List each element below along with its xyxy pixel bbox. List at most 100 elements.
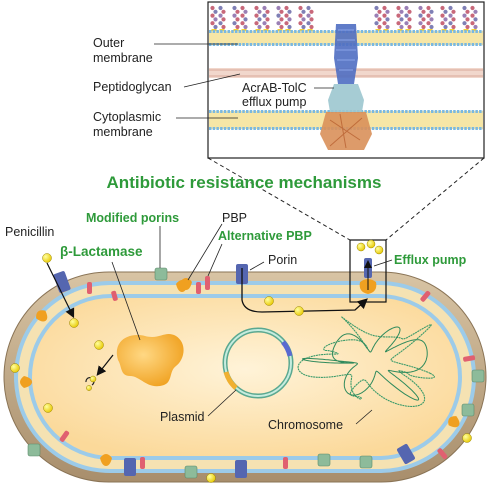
antibiotic-molecule xyxy=(207,474,216,483)
lps-sugar xyxy=(279,25,283,29)
pbp-protein xyxy=(283,457,288,469)
lps-sugar xyxy=(448,14,452,18)
pbp-protein xyxy=(87,282,92,294)
lps-sugar xyxy=(440,14,444,18)
cytoplasmic-membrane-label-line2: membrane xyxy=(93,125,153,139)
plasmid-label: Plasmid xyxy=(160,410,205,424)
lps-sugar xyxy=(276,6,280,10)
lps-sugar xyxy=(385,17,389,21)
lps-sugar xyxy=(262,14,266,18)
lps-sugar xyxy=(448,6,452,10)
lps-sugar xyxy=(262,21,266,25)
lps-sugar xyxy=(470,21,474,25)
lps-sugar xyxy=(306,6,310,10)
chromosome-label: Chromosome xyxy=(268,418,343,432)
antibiotic-molecule xyxy=(295,307,304,316)
lps-sugar xyxy=(287,10,291,14)
lps-sugar xyxy=(429,17,433,21)
lps-sugar xyxy=(470,6,474,10)
lps-sugar xyxy=(377,10,381,14)
lps-sugar xyxy=(235,10,239,14)
lps-sugar xyxy=(396,21,400,25)
antibiotic-molecule xyxy=(11,364,20,373)
lps-sugar xyxy=(301,17,305,21)
lps-sugar xyxy=(221,10,225,14)
zoom-line-left xyxy=(208,158,350,240)
lps-sugar xyxy=(243,25,247,29)
lps-sugar xyxy=(218,14,222,18)
cleaved-fragment xyxy=(86,385,91,390)
pump-label-line1: AcrAB-TolC xyxy=(242,81,307,95)
lps-sugar xyxy=(382,14,386,18)
efflux-pump-label: Efflux pump xyxy=(394,253,467,267)
membrane-inset: Outer membrane Peptidoglycan Cytoplasmic… xyxy=(93,2,484,158)
lps-sugar xyxy=(399,10,403,14)
penicillin-molecule xyxy=(70,319,79,328)
modified-porin-protein xyxy=(360,456,372,468)
lps-sugar xyxy=(287,25,291,29)
lps-sugar xyxy=(421,10,425,14)
lps-sugar xyxy=(443,25,447,29)
cleaved-fragment xyxy=(90,376,96,382)
lps-sugar xyxy=(218,6,222,10)
lps-sugar xyxy=(429,10,433,14)
lps-sugar xyxy=(298,6,302,10)
lps-sugar xyxy=(470,14,474,18)
lps-sugar xyxy=(426,6,430,10)
effluxed-molecule xyxy=(357,243,365,251)
lps-sugar xyxy=(306,21,310,25)
modified-porin-protein xyxy=(155,268,167,280)
modified-porin-protein xyxy=(462,404,474,416)
lps-sugar xyxy=(465,25,469,29)
lps-sugar xyxy=(440,21,444,25)
modified-porins-label: Modified porins xyxy=(86,211,179,225)
lps-sugar xyxy=(232,6,236,10)
antibiotic-molecule xyxy=(265,297,274,306)
lps-sugar xyxy=(257,17,261,21)
lps-sugar xyxy=(382,21,386,25)
porin-label: Porin xyxy=(268,253,297,267)
lps-sugar xyxy=(240,6,244,10)
lps-sugar xyxy=(210,21,214,25)
lps-sugar xyxy=(440,6,444,10)
lps-sugar xyxy=(451,25,455,29)
porin-protein xyxy=(235,460,247,478)
lps-sugar xyxy=(276,21,280,25)
lps-sugar xyxy=(254,14,258,18)
lps-sugar xyxy=(243,10,247,14)
lps-sugar xyxy=(301,10,305,14)
lps-sugar xyxy=(284,14,288,18)
antibiotic-molecule xyxy=(463,434,472,443)
effluxed-molecule xyxy=(367,240,375,248)
lps-sugar xyxy=(399,25,403,29)
bacterial-cell xyxy=(4,272,486,482)
lps-sugar xyxy=(465,10,469,14)
penicillin-label: Penicillin xyxy=(5,225,54,239)
lps-sugar xyxy=(377,17,381,21)
pbp-protein xyxy=(196,282,201,294)
lps-sugar xyxy=(451,10,455,14)
lps-sugar xyxy=(462,21,466,25)
lps-sugar xyxy=(418,14,422,18)
lps-sugar xyxy=(210,6,214,10)
lps-sugar xyxy=(426,14,430,18)
lps-sugar xyxy=(382,6,386,10)
pbp-protein xyxy=(140,457,145,469)
lps-sugar xyxy=(309,25,313,29)
lps-sugar xyxy=(309,10,313,14)
lps-sugar xyxy=(298,14,302,18)
lps-sugar xyxy=(451,17,455,21)
pbp-label: PBP xyxy=(222,211,247,225)
alternative-pbp-label: Alternative PBP xyxy=(218,229,312,243)
lps-sugar xyxy=(473,25,477,29)
lps-sugar xyxy=(284,6,288,10)
modified-porin-protein xyxy=(318,454,330,466)
lps-sugar xyxy=(284,21,288,25)
lps-sugar xyxy=(462,6,466,10)
lps-sugar xyxy=(443,17,447,21)
lps-sugar xyxy=(407,10,411,14)
antibiotic-molecule xyxy=(44,404,53,413)
lps-sugar xyxy=(221,17,225,21)
outer-membrane-label-line2: membrane xyxy=(93,51,153,65)
